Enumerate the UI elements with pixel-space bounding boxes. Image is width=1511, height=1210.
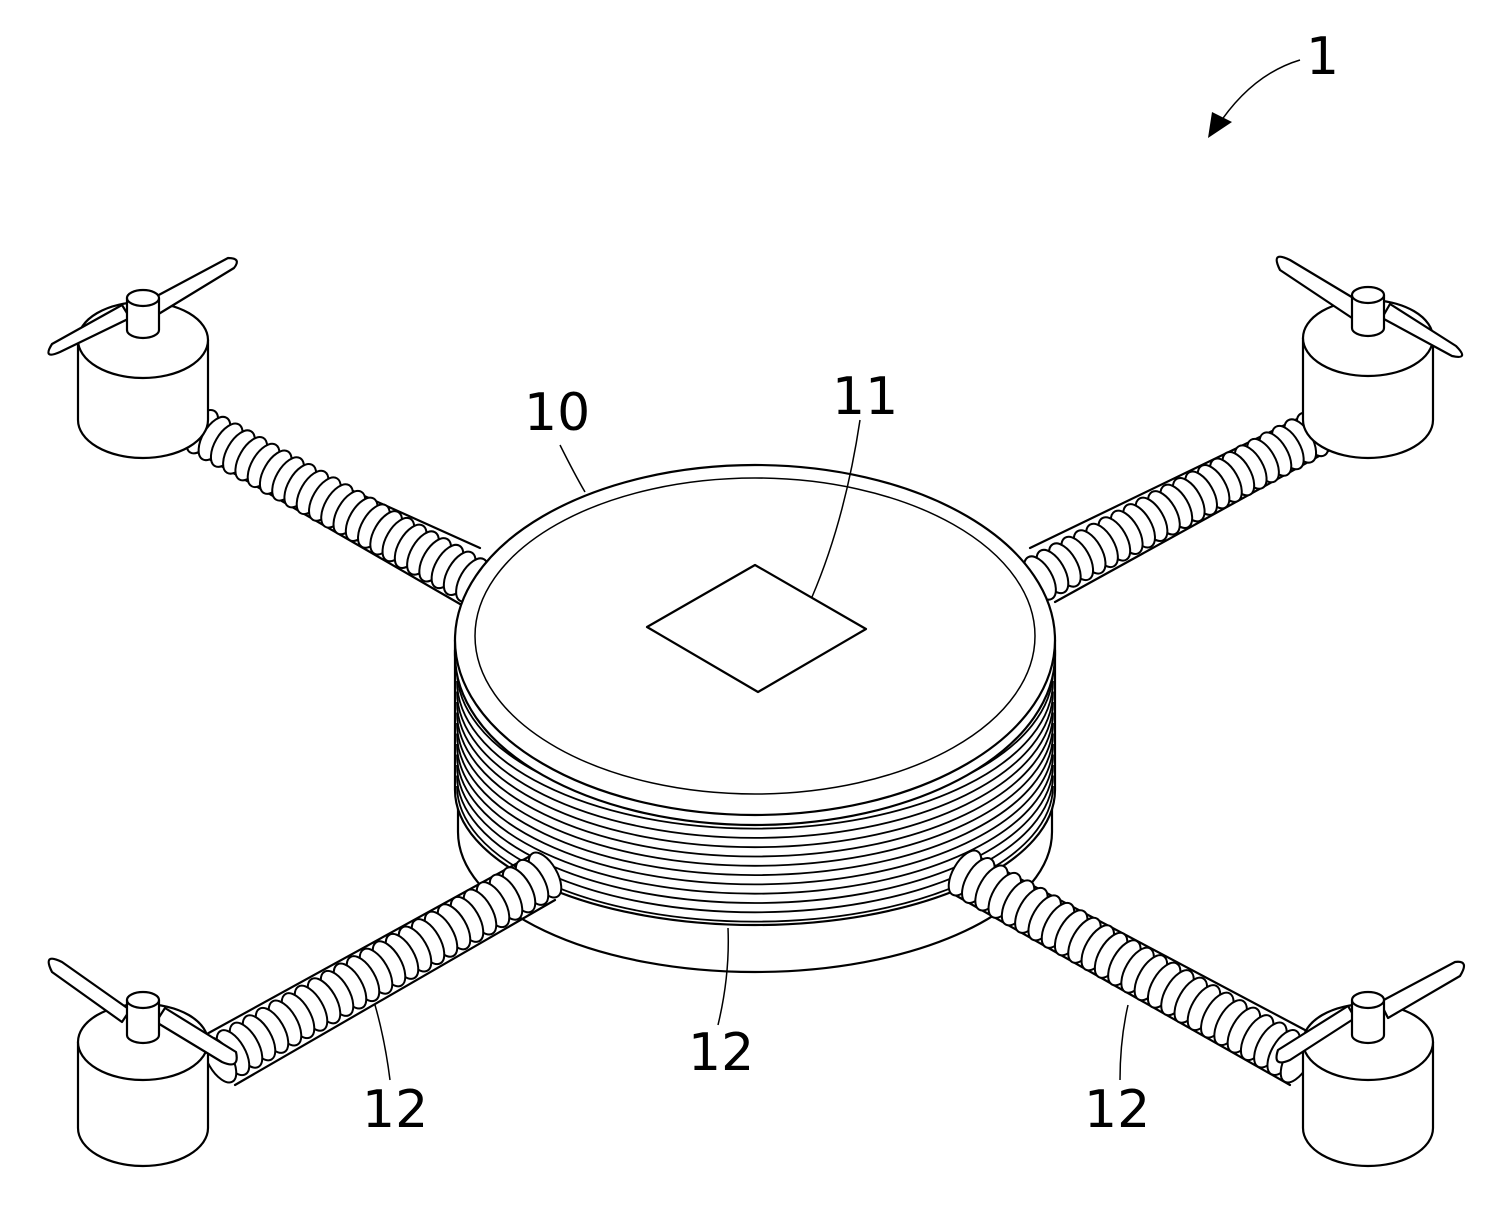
- label-coil-left: 12: [362, 1080, 428, 1140]
- arm-front-right: [947, 849, 1315, 1087]
- band-winding-line: [456, 722, 1054, 867]
- arrowhead-1: [1208, 112, 1232, 138]
- top-element-square: [645, 563, 868, 694]
- label-coil-center: 12: [688, 1023, 754, 1083]
- band-winding-line: [456, 680, 1054, 830]
- arm-back-left: [173, 402, 489, 606]
- band-winding-line: [456, 733, 1054, 876]
- arm-coil-windings: [173, 402, 489, 603]
- leader-12-right: [1119, 1004, 1129, 1081]
- leader-11: [811, 419, 861, 598]
- band-winding-line: [456, 712, 1054, 858]
- motor-back-left: [47, 256, 238, 460]
- band-winding-line: [456, 764, 1054, 904]
- band-winding-line: [456, 754, 1054, 895]
- motor-front-left: [47, 957, 238, 1168]
- arm-back-right: [1023, 405, 1342, 604]
- band-winding-line: [456, 775, 1054, 914]
- label-body: 10: [524, 383, 590, 443]
- arm-front-left: [202, 851, 563, 1087]
- label-top-element: 11: [832, 367, 898, 427]
- propeller-back-right: [1275, 255, 1464, 358]
- leader-1: [1214, 59, 1301, 131]
- propeller-front-right: [1275, 960, 1466, 1064]
- arm-coil-windings: [947, 849, 1315, 1084]
- leader-12-left: [374, 1004, 391, 1081]
- band-winding-line: [456, 701, 1054, 849]
- leader-10: [559, 444, 586, 493]
- motor-back-right: [1275, 255, 1464, 460]
- label-coil-right: 12: [1084, 1080, 1150, 1140]
- motor-front-right: [1275, 960, 1466, 1168]
- band-winding-line: [456, 785, 1054, 923]
- label-assembly: 1: [1306, 27, 1339, 87]
- band-winding-line: [456, 691, 1054, 839]
- leader-12-center: [717, 927, 730, 1026]
- body-top-inner-edge: [474, 477, 1036, 795]
- propeller-back-left: [47, 256, 238, 356]
- leader-lines: [374, 59, 1301, 1081]
- arm-coil-windings: [1023, 405, 1342, 601]
- arm-coil-windings: [202, 851, 563, 1084]
- propeller-front-left: [47, 957, 238, 1066]
- central-body: [453, 463, 1057, 974]
- band-winding-line: [456, 743, 1054, 886]
